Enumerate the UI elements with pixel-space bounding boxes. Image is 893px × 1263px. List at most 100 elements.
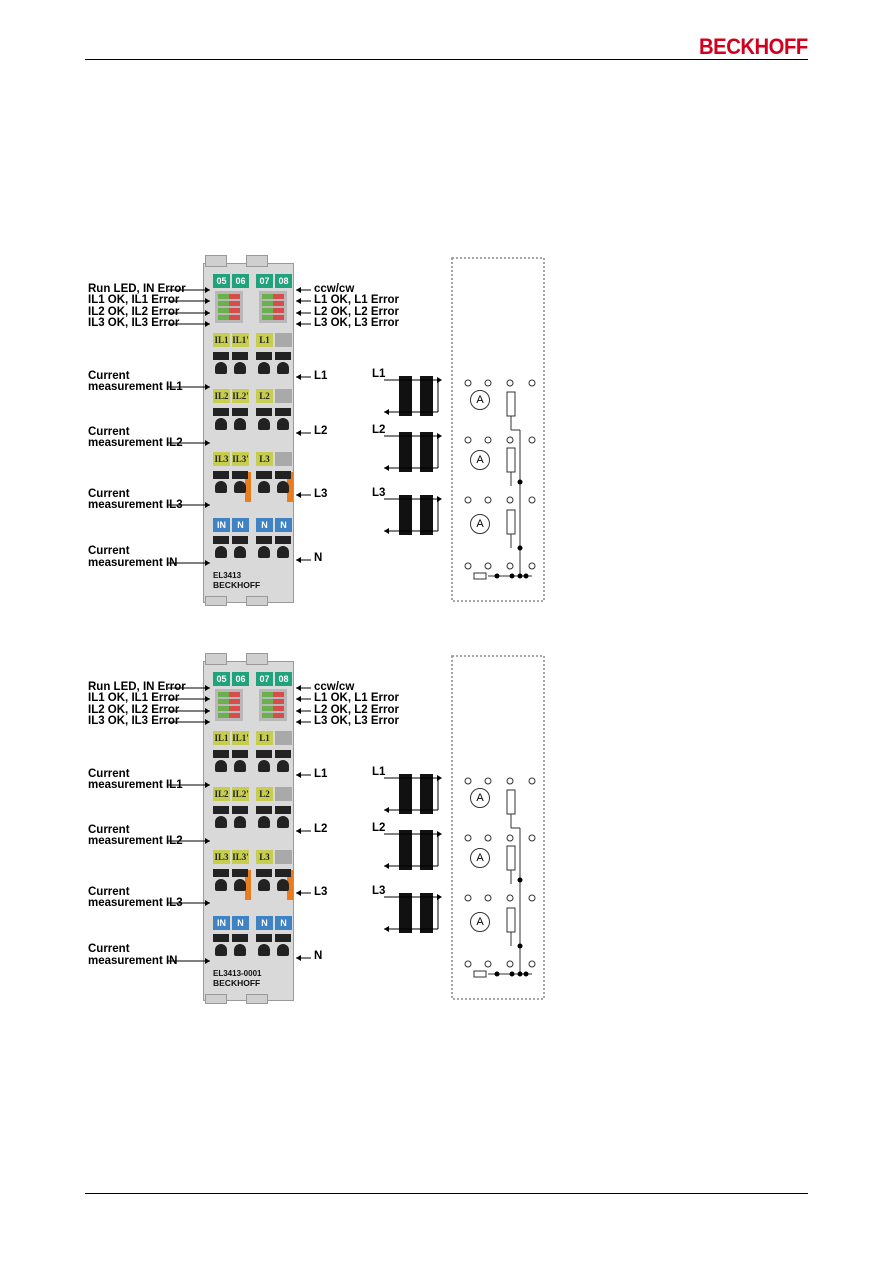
row4-label-n2: N (256, 518, 273, 532)
led-bank-left (215, 689, 243, 721)
label-current-n-a: Current (88, 943, 130, 955)
row4-label-n1: N (232, 916, 249, 930)
terminal-latch-bottom-right (246, 596, 268, 606)
terminal-socket (213, 934, 229, 956)
terminal-socket (275, 536, 291, 558)
label-current-l2-b: measurement IL2 (88, 835, 183, 847)
row1-label-l1: L1 (256, 731, 273, 745)
terminal-socket (232, 352, 248, 374)
ct-l3-core-a (399, 893, 412, 933)
label-terminal-n: N (314, 552, 323, 564)
terminal-model: EL3413 (213, 571, 242, 580)
row2-label-il2: IL2 (213, 787, 230, 801)
row4-label-n3: N (275, 518, 292, 532)
terminal-socket (275, 750, 291, 772)
label-l1-status: L1 OK, L1 Error (314, 692, 399, 704)
label-l2-status: L2 OK, L2 Error (314, 306, 399, 318)
ct-l1-core-a (399, 376, 412, 416)
label-l3-status: L3 OK, L3 Error (314, 715, 399, 727)
ct-l3-core-b (420, 893, 433, 933)
terminal-socket (275, 471, 291, 493)
ammeter-3: A (470, 514, 490, 534)
terminal-brand: BECKHOFF (213, 978, 261, 988)
terminal-socket (213, 471, 229, 493)
diagram-phase-l2: L2 (372, 424, 386, 436)
label-current-l1-a: Current (88, 768, 130, 780)
led-bank-right (259, 689, 287, 721)
label-ccw-cw: ccw/cw (314, 681, 355, 693)
terminal-socket (256, 408, 272, 430)
row2-label-l2: L2 (256, 787, 273, 801)
row3-blank (275, 850, 292, 864)
label-current-l1-b: measurement IL1 (88, 381, 183, 393)
ammeter-2: A (470, 848, 490, 868)
label-il3-status: IL3 OK, IL3 Error (88, 317, 180, 329)
label-terminal-l1: L1 (314, 370, 328, 382)
row3-label-l3: L3 (256, 452, 273, 466)
label-il1-status: IL1 OK, IL1 Error (88, 692, 180, 704)
label-current-l3-a: Current (88, 488, 130, 500)
row3-blank (275, 452, 292, 466)
ct-l1-core-b (420, 376, 433, 416)
ammeter-2: A (470, 450, 490, 470)
terminal-socket (256, 352, 272, 374)
row1-label-il1p: IL1' (232, 333, 249, 347)
label-terminal-n: N (314, 950, 323, 962)
led-label-08: 08 (275, 672, 292, 686)
terminal-socket (275, 806, 291, 828)
label-terminal-l1: L1 (314, 768, 328, 780)
row1-label-il1p: IL1' (232, 731, 249, 745)
footer-rule (85, 1193, 808, 1194)
terminal-socket (232, 869, 248, 891)
terminal-socket (232, 408, 248, 430)
led-label-06: 06 (232, 672, 249, 686)
ct-l2-core-a (399, 830, 412, 870)
terminal-model: EL3413-0001 (213, 969, 262, 978)
row4-label-n1: N (232, 518, 249, 532)
label-il1-status: IL1 OK, IL1 Error (88, 294, 180, 306)
beckhoff-logo: BECKHOFF (699, 34, 808, 59)
row1-label-il1: IL1 (213, 333, 230, 347)
terminal-latch-top-right (246, 255, 268, 267)
figure-el3413: Run LED, IN Error IL1 OK, IL1 Error IL2 … (0, 0, 893, 620)
label-terminal-l3: L3 (314, 488, 328, 500)
ammeter-3: A (470, 912, 490, 932)
ammeter-1: A (470, 390, 490, 410)
terminal-socket (256, 806, 272, 828)
label-l3-status: L3 OK, L3 Error (314, 317, 399, 329)
row3-label-il3: IL3 (213, 452, 230, 466)
row1-blank (275, 731, 292, 745)
orange-jumper-left (245, 870, 251, 900)
diagram-phase-l3: L3 (372, 885, 386, 897)
terminal-latch-bottom-left (205, 994, 227, 1004)
diagram-phase-l1: L1 (372, 368, 386, 380)
terminal-socket (232, 750, 248, 772)
label-run-led: Run LED, IN Error (88, 681, 186, 693)
schematic-wiring (168, 655, 545, 1000)
label-current-l3-b: measurement IL3 (88, 499, 183, 511)
diagram-phase-l1: L1 (372, 766, 386, 778)
terminal-socket (232, 471, 248, 493)
terminal-socket (275, 352, 291, 374)
ct-l3-core-b (420, 495, 433, 535)
terminal-socket (256, 471, 272, 493)
row1-label-il1: IL1 (213, 731, 230, 745)
terminal-socket (213, 408, 229, 430)
terminal-socket (232, 536, 248, 558)
terminal-socket (232, 934, 248, 956)
label-current-l3-a: Current (88, 886, 130, 898)
label-il3-status: IL3 OK, IL3 Error (88, 715, 180, 727)
terminal-latch-top-right (246, 653, 268, 665)
terminal-socket (256, 869, 272, 891)
terminal-socket (213, 806, 229, 828)
ct-l1-core-b (420, 774, 433, 814)
label-il2-status: IL2 OK, IL2 Error (88, 704, 180, 716)
label-terminal-l3: L3 (314, 886, 328, 898)
row3-label-l3: L3 (256, 850, 273, 864)
diagram-phase-l3: L3 (372, 487, 386, 499)
label-current-n-b: measurement IN (88, 557, 178, 569)
label-l1-status: L1 OK, L1 Error (314, 294, 399, 306)
row2-label-il2p: IL2' (232, 389, 249, 403)
terminal-socket (275, 869, 291, 891)
terminal-socket (256, 536, 272, 558)
